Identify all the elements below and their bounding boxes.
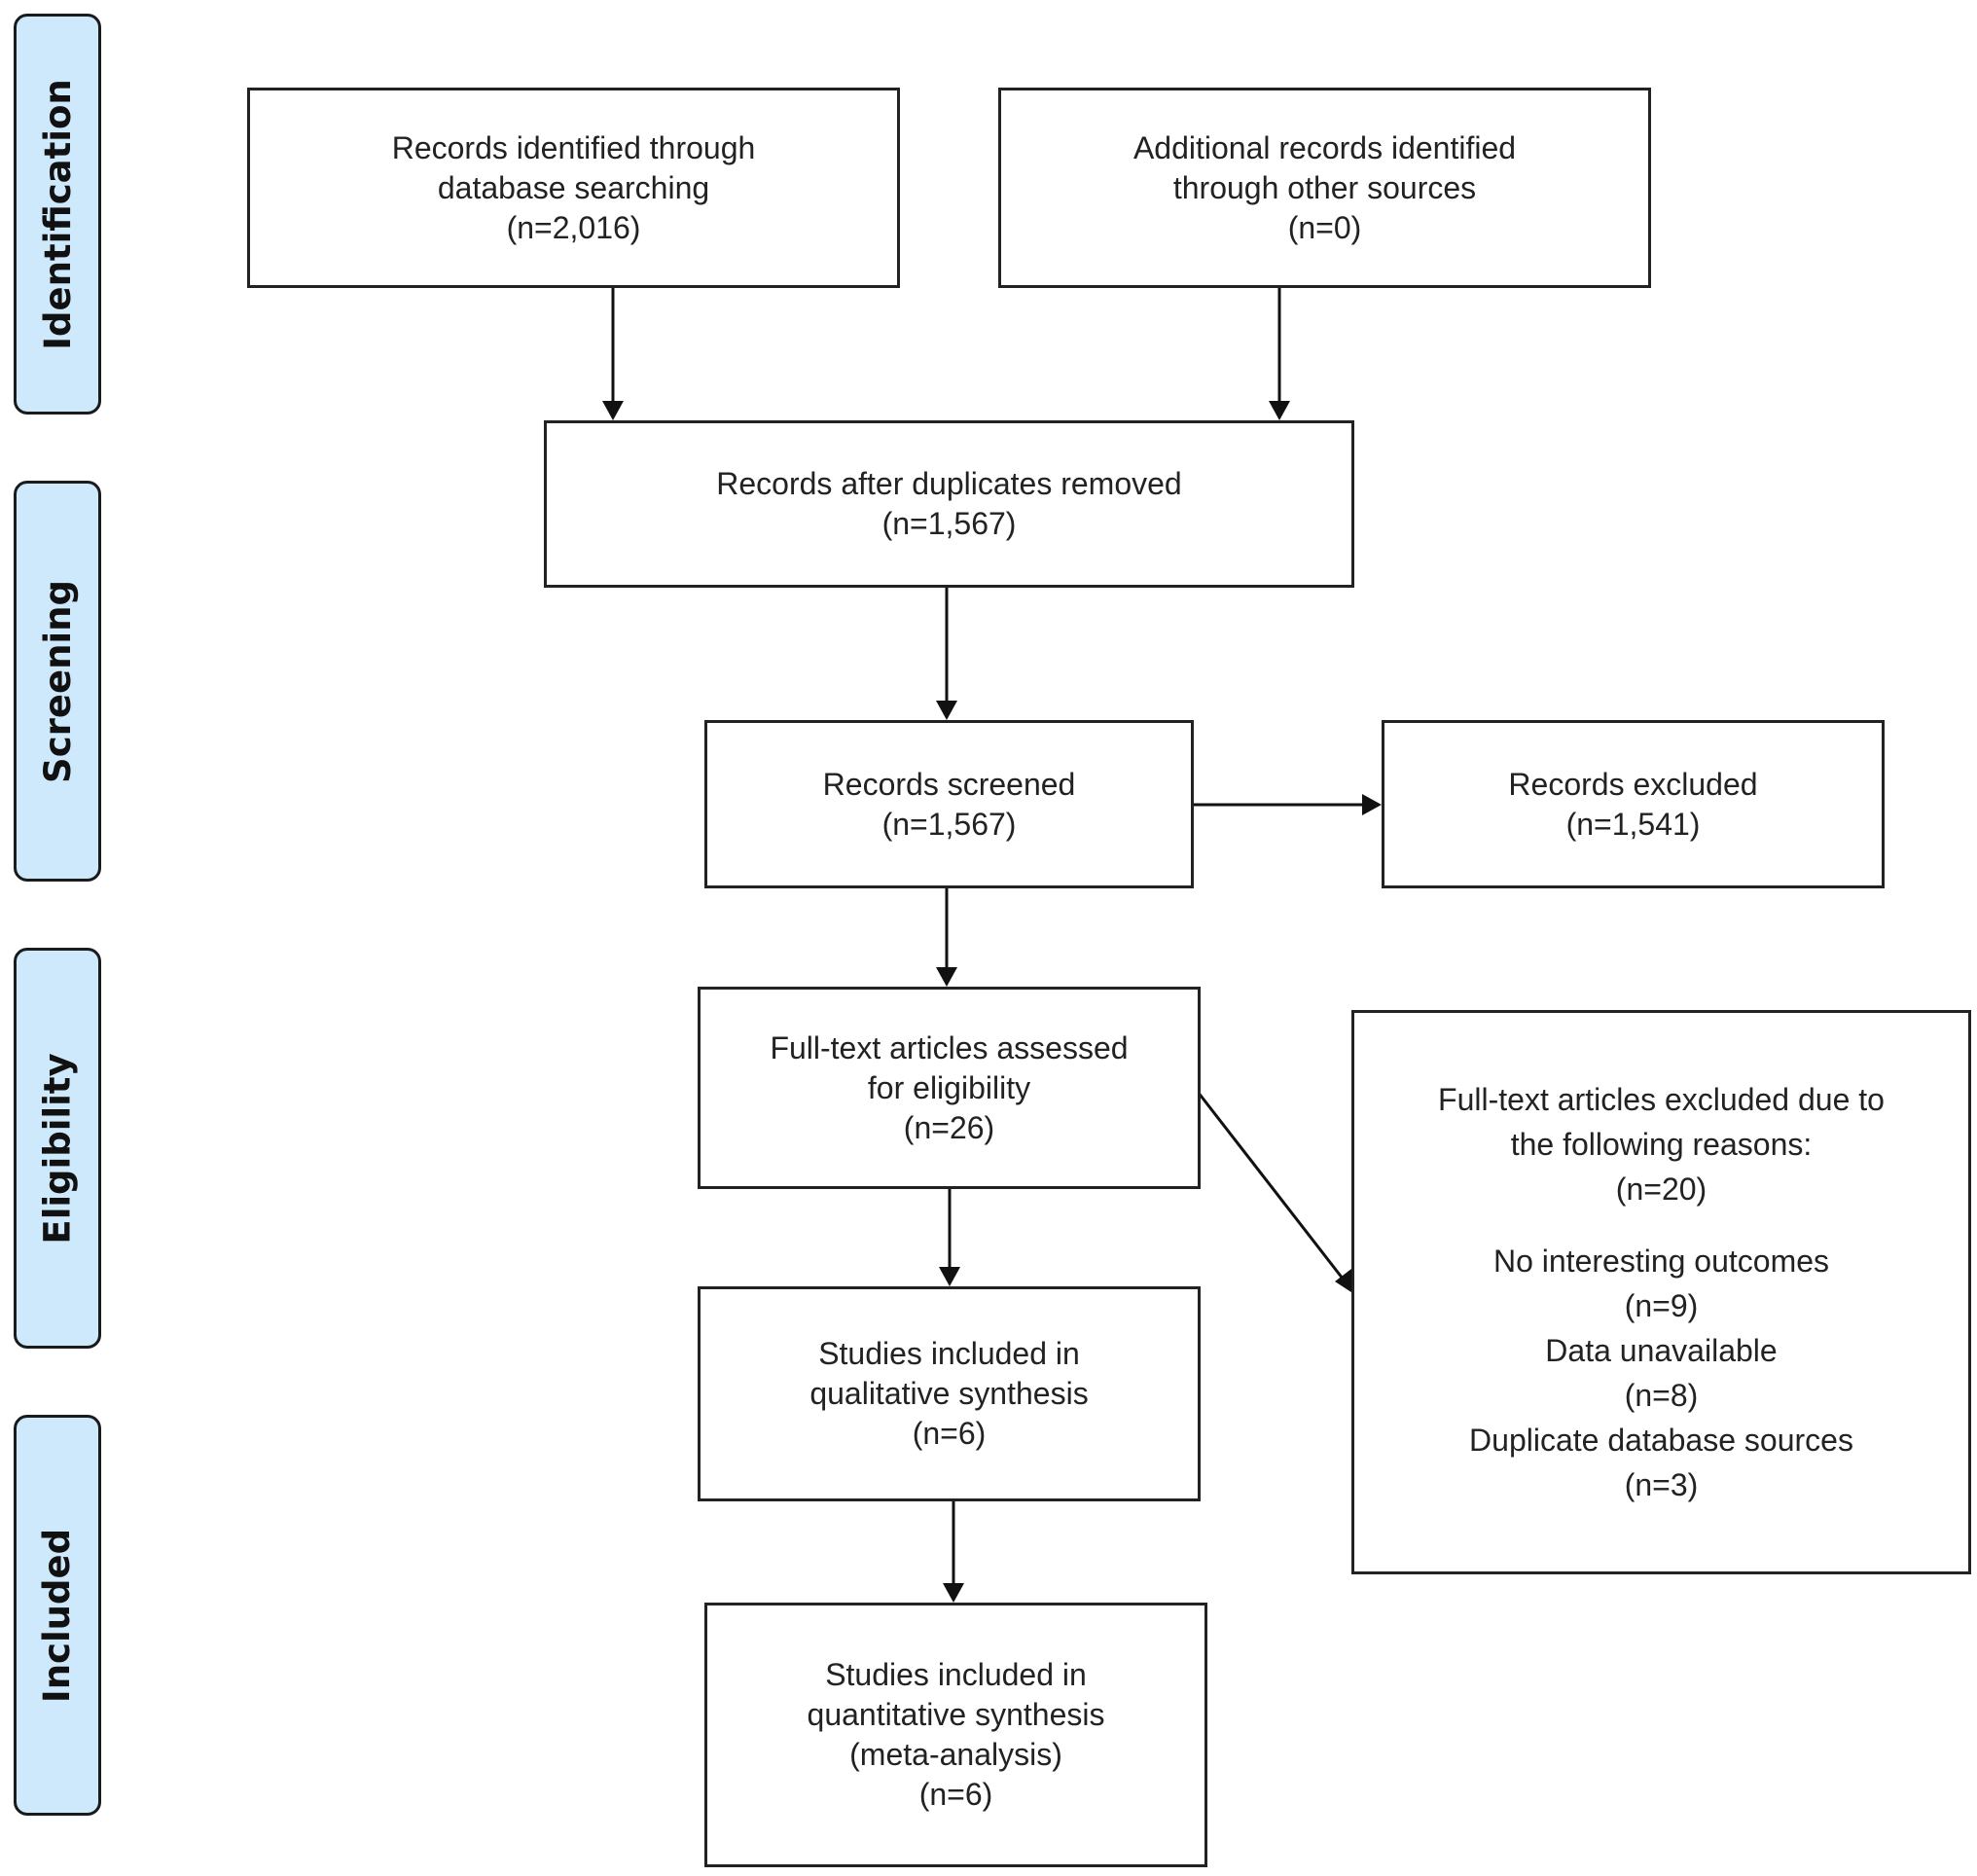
box-other-sources: Additional records identified through ot… <box>998 88 1651 288</box>
box-other-line2: through other sources <box>1172 169 1477 205</box>
phase-included: Included <box>14 1415 101 1816</box>
reason-count: (n=3) <box>1624 1467 1699 1502</box>
box-fulltext-line1: Full-text articles assessed <box>770 1029 1129 1065</box>
arrow-fulltext-to-excluded-reasons <box>1196 1091 1345 1280</box>
box-other-line1: Additional records identified <box>1132 129 1517 165</box>
arrowhead-screened-to-excluded <box>1362 794 1382 815</box>
box-database-line2: database searching <box>437 169 710 205</box>
box-excluded-count: (n=1,541) <box>1565 806 1701 842</box>
box-records-excluded: Records excluded (n=1,541) <box>1382 720 1885 888</box>
box-duplicates-count: (n=1,567) <box>881 506 1017 541</box>
box-quant-line3: (meta-analysis) <box>849 1737 1062 1772</box>
box-excl-ft-line1: Full-text articles excluded due to <box>1438 1082 1885 1117</box>
box-qual-count: (n=6) <box>912 1416 987 1451</box>
box-duplicates-removed: Records after duplicates removed (n=1,56… <box>544 420 1354 588</box>
phase-identification: Identification <box>14 14 101 415</box>
box-quantitative-synthesis: Studies included in quantitative synthes… <box>704 1603 1207 1867</box>
box-fulltext-line2: for eligibility <box>867 1069 1031 1105</box>
box-fulltext-count: (n=26) <box>903 1109 995 1145</box>
reason-label: No interesting outcomes <box>1492 1244 1830 1279</box>
reason-count: (n=8) <box>1624 1378 1699 1413</box>
box-database-line1: Records identified through <box>391 129 756 165</box>
reason-label: Data unavailable <box>1545 1333 1778 1368</box>
box-qual-line1: Studies included in <box>818 1336 1080 1371</box>
arrowhead-duplicates-to-screened <box>936 701 957 720</box>
box-qualitative-synthesis: Studies included in qualitative synthesi… <box>698 1286 1201 1501</box>
arrowhead-fulltext-to-qualitative <box>939 1267 960 1286</box>
box-quant-count: (n=6) <box>918 1777 993 1812</box>
phase-identification-label: Identification <box>36 78 79 350</box>
phase-screening-label: Screening <box>36 579 79 783</box>
box-screened-line1: Records screened <box>822 766 1076 802</box>
phase-screening: Screening <box>14 481 101 882</box>
box-quant-line2: quantitative synthesis <box>807 1697 1105 1732</box>
box-fulltext-excluded: Full-text articles excluded due to the f… <box>1351 1010 1971 1574</box>
box-excl-ft-line2: the following reasons: <box>1510 1127 1813 1162</box>
arrowhead-other-to-duplicates <box>1269 401 1290 420</box>
box-excluded-line1: Records excluded <box>1508 766 1758 802</box>
box-quant-line1: Studies included in <box>825 1657 1087 1692</box>
reason-label: Duplicate database sources <box>1469 1423 1853 1458</box>
arrowhead-database-to-duplicates <box>602 401 624 420</box>
box-records-screened: Records screened (n=1,567) <box>704 720 1194 888</box>
box-database-records: Records identified through database sear… <box>247 88 900 288</box>
box-other-count: (n=0) <box>1287 209 1362 245</box>
phase-eligibility-label: Eligibility <box>36 1052 79 1245</box>
arrowhead-qualitative-to-quantitative <box>943 1583 964 1603</box>
box-fulltext-assessed: Full-text articles assessed for eligibil… <box>698 987 1201 1189</box>
box-qual-line2: qualitative synthesis <box>809 1376 1089 1411</box>
phase-eligibility: Eligibility <box>14 948 101 1349</box>
box-duplicates-line1: Records after duplicates removed <box>716 466 1182 501</box>
arrowhead-screened-to-fulltext <box>936 967 957 987</box>
box-screened-count: (n=1,567) <box>881 806 1017 842</box>
box-excl-ft-count: (n=20) <box>1615 1172 1707 1207</box>
reason-count: (n=9) <box>1624 1288 1699 1323</box>
box-database-count: (n=2,016) <box>506 209 641 245</box>
phase-included-label: Included <box>36 1528 79 1703</box>
